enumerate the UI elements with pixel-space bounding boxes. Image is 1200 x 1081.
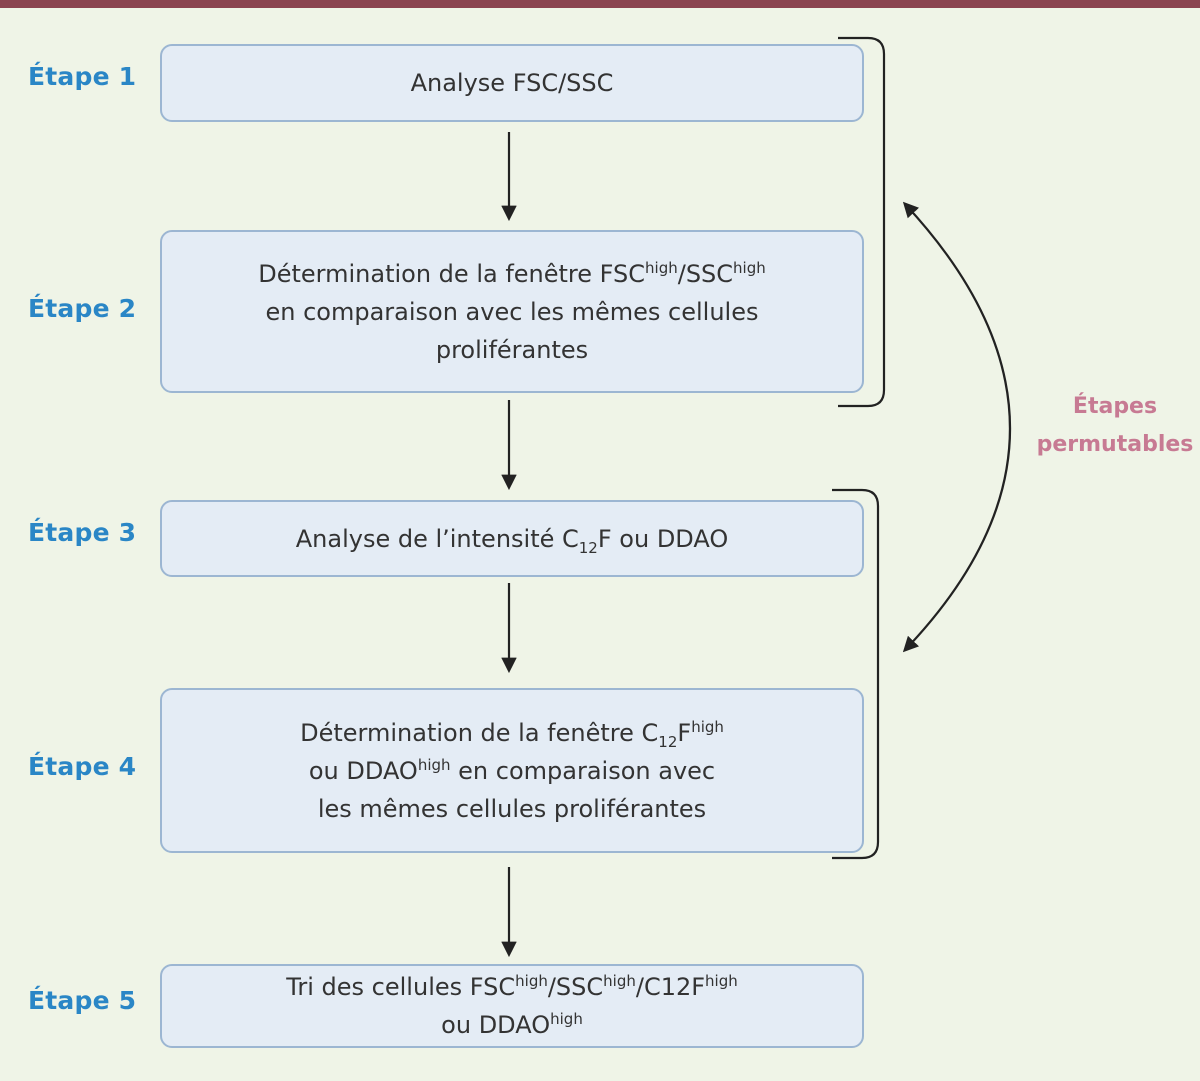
step-4-box: Détermination de la fenêtre C12Fhigh ou … — [160, 688, 864, 853]
step-1-text: Analyse FSC/SSC — [410, 69, 614, 97]
step-2-box: Détermination de la fenêtre FSChigh/SSCh… — [160, 230, 864, 393]
permutable-steps-note: Étapes permutables — [1030, 388, 1200, 464]
permutation-curved-arrow — [902, 201, 1012, 653]
bracket-steps-3-4 — [832, 488, 880, 860]
step-5-line-2: ou DDAOhigh — [441, 1010, 583, 1039]
step-4-line-1: Détermination de la fenêtre C12Fhigh — [300, 717, 724, 751]
step-4-line-2: ou DDAOhigh en comparaison avec — [308, 755, 716, 785]
step-5-box: Tri des cellules FSChigh/SSChigh/C12Fhig… — [160, 964, 864, 1048]
step-label-3: Étape 3 — [28, 518, 137, 547]
step-1-box: Analyse FSC/SSC — [160, 44, 864, 122]
step-5-line-1: Tri des cellules FSChigh/SSChigh/C12Fhig… — [286, 972, 738, 1001]
step-label-1: Étape 1 — [28, 62, 137, 91]
step-2-line-2: en comparaison avec les mêmes cellules — [265, 297, 759, 326]
permutable-note-line-2: permutables — [1036, 432, 1194, 457]
step-4-line-3: les mêmes cellules proliférantes — [317, 794, 707, 823]
step-2-line-1: Détermination de la fenêtre FSChigh/SSCh… — [258, 258, 766, 288]
step-3-text: Analyse de l’intensité C12F ou DDAO — [295, 524, 729, 557]
step-label-4: Étape 4 — [28, 752, 137, 781]
step-2-line-3: proliférantes — [435, 335, 589, 364]
top-accent-bar — [0, 0, 1200, 8]
permutable-note-line-1: Étapes — [1072, 394, 1158, 419]
step-label-5: Étape 5 — [28, 986, 137, 1015]
step-label-2: Étape 2 — [28, 294, 137, 323]
step-3-box: Analyse de l’intensité C12F ou DDAO — [160, 500, 864, 577]
bracket-steps-1-2 — [838, 36, 886, 408]
